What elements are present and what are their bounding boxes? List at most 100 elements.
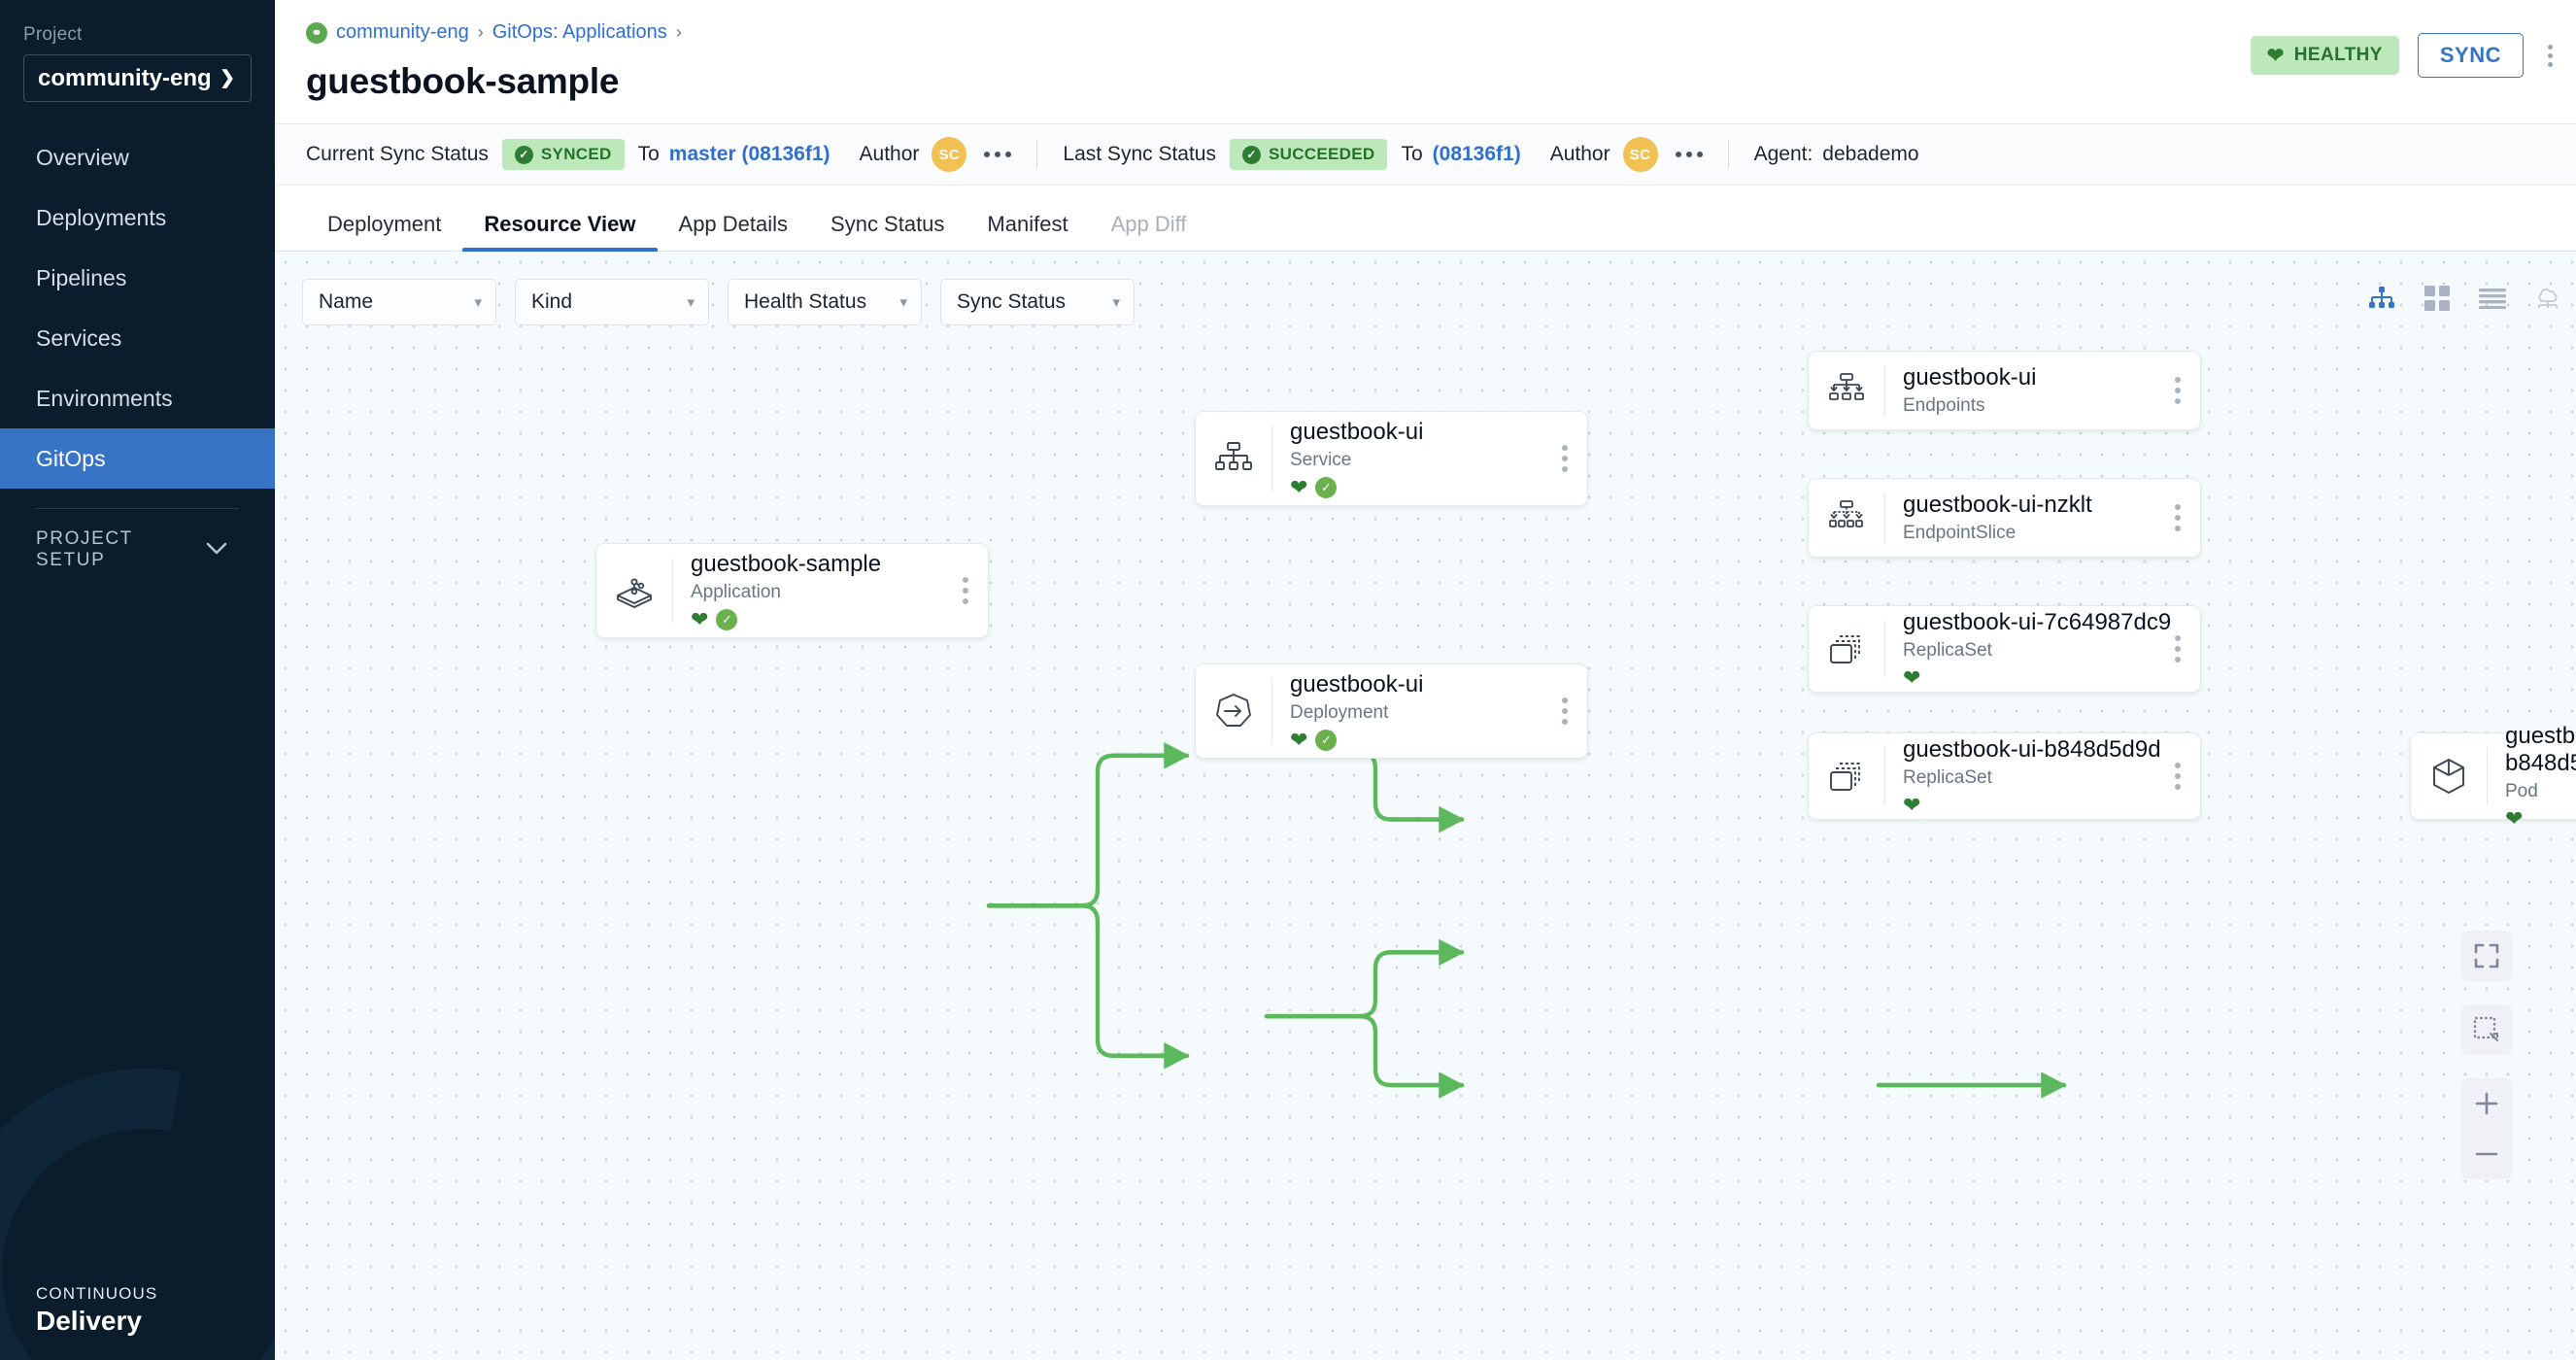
breadcrumb-item-project[interactable]: community-eng bbox=[336, 21, 469, 44]
chevron-down-icon: ▾ bbox=[1112, 293, 1120, 311]
list-view-icon[interactable] bbox=[2478, 284, 2507, 313]
select-box-icon[interactable] bbox=[2461, 1004, 2512, 1055]
node-kind: Service bbox=[1290, 450, 1562, 471]
project-label: Project bbox=[0, 0, 275, 54]
graph-node-body: guestbook-ui Service ❤ ✓ bbox=[1272, 412, 1562, 505]
node-more-menu-icon[interactable] bbox=[2175, 504, 2200, 531]
breadcrumb-separator: › bbox=[478, 22, 484, 43]
filter-label: Health Status bbox=[744, 290, 866, 314]
network-view-icon[interactable] bbox=[2533, 284, 2562, 313]
sidebar-item-deployments[interactable]: Deployments bbox=[0, 187, 275, 248]
node-title: guestbook-ui bbox=[1290, 671, 1562, 698]
check-circle-icon: ✓ bbox=[1315, 730, 1337, 751]
tab-deployment[interactable]: Deployment bbox=[306, 214, 462, 251]
filter-health-status[interactable]: Health Status ▾ bbox=[728, 279, 922, 325]
graph-node-body: guestbook-ui-b848d5d9… Pod ❤ bbox=[2488, 733, 2576, 819]
divider bbox=[1728, 140, 1729, 169]
sidebar-item-label: Overview bbox=[36, 145, 129, 171]
sidebar-item-label: Services bbox=[36, 325, 121, 352]
tab-app-diff: App Diff bbox=[1090, 214, 1208, 251]
sidebar-item-environments[interactable]: Environments bbox=[0, 368, 275, 428]
project-selector[interactable]: community-eng ❯ bbox=[23, 54, 252, 102]
graph-node-pod[interactable]: guestbook-ui-b848d5d9… Pod ❤ bbox=[2410, 732, 2576, 820]
graph-node-service[interactable]: guestbook-ui Service ❤ ✓ bbox=[1195, 411, 1588, 506]
current-sync-status-label: Current Sync Status bbox=[306, 143, 489, 166]
project-badge-icon: ⚭ bbox=[306, 22, 327, 44]
avatar: SC bbox=[932, 137, 966, 172]
replicaset-icon bbox=[1809, 606, 1884, 692]
breadcrumb-item-gitops-applications[interactable]: GitOps: Applications bbox=[492, 21, 667, 44]
service-icon bbox=[1196, 412, 1271, 505]
node-kind: EndpointSlice bbox=[1903, 523, 2175, 544]
status-badge-healthy: ❤ HEALTHY bbox=[2251, 36, 2399, 75]
graph-node-deployment[interactable]: guestbook-ui Deployment ❤ ✓ bbox=[1195, 663, 1588, 759]
node-more-menu-icon[interactable] bbox=[963, 577, 988, 604]
check-circle-icon: ✓ bbox=[1315, 477, 1337, 498]
agent-label: Agent: bbox=[1754, 143, 1813, 166]
sidebar-item-label: GitOps bbox=[36, 446, 106, 472]
node-more-menu-icon[interactable] bbox=[2175, 635, 2200, 663]
graph-node-body: guestbook-sample Application ❤ ✓ bbox=[673, 544, 963, 637]
header-actions: ❤ HEALTHY SYNC bbox=[2251, 33, 2559, 78]
deployment-icon bbox=[1196, 664, 1271, 758]
node-more-menu-icon[interactable] bbox=[2175, 763, 2200, 790]
current-sync-more-icon[interactable] bbox=[984, 152, 1011, 157]
node-status: ❤ ✓ bbox=[691, 609, 963, 630]
node-title: guestbook-ui-7c64987dc9 bbox=[1903, 609, 2175, 636]
sidebar-item-label: Deployments bbox=[36, 205, 166, 231]
tab-resource-view[interactable]: Resource View bbox=[462, 214, 657, 251]
filter-sync-status[interactable]: Sync Status ▾ bbox=[940, 279, 1135, 325]
check-circle-icon: ✓ bbox=[1242, 146, 1261, 164]
node-kind: Endpoints bbox=[1903, 395, 2175, 417]
graph-node-body: guestbook-ui Deployment ❤ ✓ bbox=[1272, 664, 1562, 758]
node-title: guestbook-sample bbox=[691, 551, 963, 578]
sidebar: Project community-eng ❯ Overview Deploym… bbox=[0, 0, 275, 1360]
graph-node-endpointslice[interactable]: guestbook-ui-nzklt EndpointSlice bbox=[1808, 478, 2201, 558]
sidebar-item-gitops[interactable]: GitOps bbox=[0, 428, 275, 489]
tab-manifest[interactable]: Manifest bbox=[966, 214, 1089, 251]
filter-bar: Name ▾ Kind ▾ Health Status ▾ Sync Statu… bbox=[302, 279, 1135, 325]
node-kind: ReplicaSet bbox=[1903, 767, 2175, 789]
node-more-menu-icon[interactable] bbox=[1562, 697, 1587, 725]
filter-kind[interactable]: Kind ▾ bbox=[515, 279, 709, 325]
grid-view-icon[interactable] bbox=[2423, 284, 2452, 313]
last-revision-link[interactable]: (08136f1) bbox=[1433, 143, 1521, 166]
graph-node-endpoints[interactable]: guestbook-ui Endpoints bbox=[1808, 351, 2201, 430]
last-sync-more-icon[interactable] bbox=[1676, 152, 1703, 157]
graph-node-body: guestbook-ui-nzklt EndpointSlice bbox=[1885, 479, 2175, 557]
node-status: ❤ bbox=[1903, 795, 2175, 816]
project-setup-toggle[interactable]: PROJECT SETUP bbox=[0, 530, 275, 569]
project-selector-value: community-eng bbox=[38, 65, 212, 92]
sidebar-item-services[interactable]: Services bbox=[0, 308, 275, 368]
sidebar-item-label: Pipelines bbox=[36, 265, 126, 291]
sidebar-item-pipelines[interactable]: Pipelines bbox=[0, 248, 275, 308]
page-title: guestbook-sample bbox=[306, 61, 2576, 102]
node-title: guestbook-ui bbox=[1290, 419, 1562, 446]
footer-line2: Delivery bbox=[36, 1306, 157, 1337]
zoom-in-icon[interactable] bbox=[2461, 1078, 2512, 1129]
tab-app-details[interactable]: App Details bbox=[658, 214, 810, 251]
sync-button[interactable]: SYNC bbox=[2418, 33, 2524, 78]
chevron-down-icon: ▾ bbox=[687, 293, 695, 311]
zoom-controls bbox=[2461, 931, 2512, 1179]
graph-node-application[interactable]: guestbook-sample Application ❤ ✓ bbox=[595, 543, 989, 638]
tree-view-icon[interactable] bbox=[2367, 284, 2396, 313]
page-header: ⚭ community-eng › GitOps: Applications ›… bbox=[275, 0, 2576, 123]
graph-node-replicaset-b848d5d9d[interactable]: guestbook-ui-b848d5d9d ReplicaSet ❤ bbox=[1808, 732, 2201, 820]
current-revision-link[interactable]: master (08136f1) bbox=[669, 143, 830, 166]
heart-icon: ❤ bbox=[1903, 795, 1920, 816]
fit-screen-icon[interactable] bbox=[2461, 931, 2512, 981]
filter-name[interactable]: Name ▾ bbox=[302, 279, 496, 325]
footer-line1: CONTINUOUS bbox=[36, 1284, 157, 1304]
sidebar-item-overview[interactable]: Overview bbox=[0, 127, 275, 187]
header-more-menu-icon[interactable] bbox=[2542, 41, 2559, 71]
graph-node-body: guestbook-ui-7c64987dc9 ReplicaSet ❤ bbox=[1885, 606, 2175, 692]
agent-value: debademo bbox=[1822, 143, 1918, 166]
node-more-menu-icon[interactable] bbox=[1562, 445, 1587, 472]
graph-node-replicaset-7c64987dc9[interactable]: guestbook-ui-7c64987dc9 ReplicaSet ❤ bbox=[1808, 605, 2201, 693]
breadcrumb-separator: › bbox=[676, 22, 682, 43]
resource-graph-canvas[interactable]: Name ▾ Kind ▾ Health Status ▾ Sync Statu… bbox=[275, 252, 2576, 1360]
node-more-menu-icon[interactable] bbox=[2175, 377, 2200, 404]
tab-sync-status[interactable]: Sync Status bbox=[809, 214, 966, 251]
zoom-out-icon[interactable] bbox=[2461, 1129, 2512, 1179]
